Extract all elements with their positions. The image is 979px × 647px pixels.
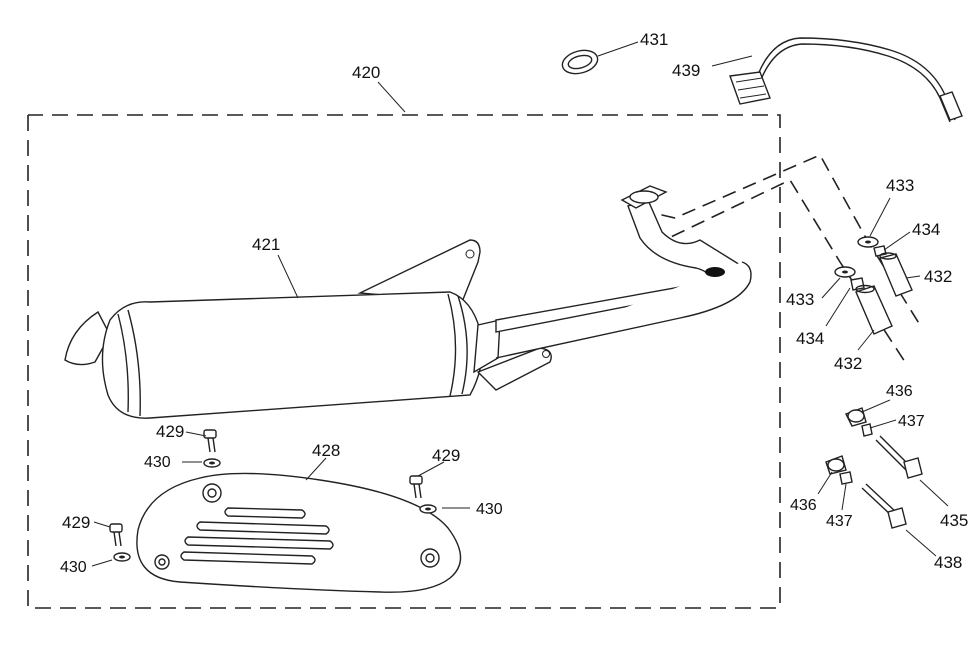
callout-432-lower: 432 [834, 354, 862, 373]
gasket [561, 49, 599, 75]
callout-438: 438 [934, 553, 962, 572]
damper-lower [834, 266, 893, 335]
callout-429-top: 429 [156, 422, 184, 441]
damper-upper [857, 236, 913, 297]
callout-436-lower: 436 [790, 497, 817, 514]
oxygen-sensor-harness [729, 37, 963, 123]
mount-bolt-upper [845, 407, 923, 479]
heat-shield [136, 472, 462, 593]
shield-bolt-top [203, 429, 221, 468]
callout-433-lower: 433 [786, 290, 814, 309]
callout-436-upper: 436 [886, 383, 913, 400]
callout-434-upper: 434 [912, 220, 940, 239]
callout-439: 439 [672, 61, 700, 80]
leader-lines [91, 41, 949, 567]
callout-428: 428 [312, 441, 340, 460]
callout-429-right: 429 [432, 446, 460, 465]
callout-420: 420 [352, 63, 380, 82]
callout-labels: 420 421 428 429 430 429 430 429 430 431 … [60, 30, 968, 576]
callout-429-left: 429 [62, 513, 90, 532]
callout-430-left: 430 [60, 559, 87, 576]
assembly-boundary [27, 114, 781, 609]
callout-430-right: 430 [476, 501, 503, 518]
callout-421: 421 [252, 235, 280, 254]
shield-bolt-right [409, 475, 437, 514]
callout-433-upper: 433 [886, 176, 914, 195]
mount-bolt-lower [825, 455, 907, 529]
callout-437-upper: 437 [898, 413, 925, 430]
callout-435: 435 [940, 511, 968, 530]
callout-430-top: 430 [144, 454, 171, 471]
callout-432-upper: 432 [924, 267, 952, 286]
callout-431: 431 [640, 30, 668, 49]
muffler [64, 239, 552, 419]
exhaust-pipe [495, 185, 752, 359]
shield-bolt-left [109, 523, 131, 562]
callout-437-lower: 437 [826, 513, 853, 530]
callout-434-lower: 434 [796, 329, 824, 348]
